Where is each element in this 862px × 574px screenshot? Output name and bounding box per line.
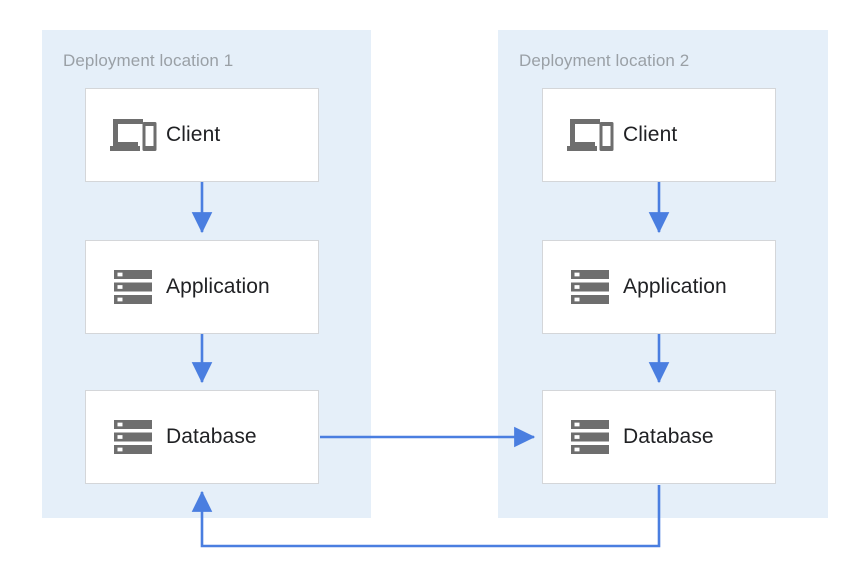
node-client-location-2[interactable]: Client	[542, 88, 776, 182]
server-stack-icon	[557, 267, 623, 307]
server-stack-icon	[100, 417, 166, 457]
node-client-location-1[interactable]: Client	[85, 88, 319, 182]
client-devices-icon	[557, 115, 623, 155]
node-label: Database	[166, 425, 257, 448]
node-database-location-1[interactable]: Database	[85, 390, 319, 484]
zone-1-title: Deployment location 1	[63, 51, 234, 70]
node-label: Client	[623, 123, 678, 146]
node-label: Application	[166, 275, 270, 298]
node-label: Application	[623, 275, 727, 298]
node-label: Client	[166, 123, 221, 146]
node-database-location-2[interactable]: Database	[542, 390, 776, 484]
zone-2-title: Deployment location 2	[519, 51, 690, 70]
client-devices-icon	[100, 115, 166, 155]
node-application-location-1[interactable]: Application	[85, 240, 319, 334]
node-label: Database	[623, 425, 714, 448]
server-stack-icon	[100, 267, 166, 307]
node-application-location-2[interactable]: Application	[542, 240, 776, 334]
server-stack-icon	[557, 417, 623, 457]
